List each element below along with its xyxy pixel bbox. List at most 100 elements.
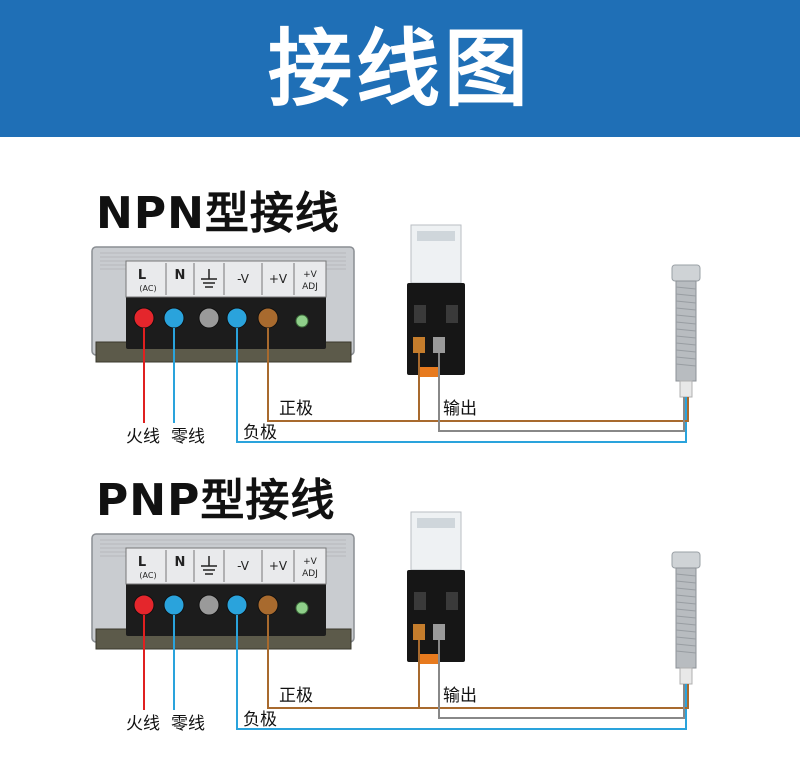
negative-wire [236, 615, 687, 730]
terminal-label-n: N [175, 555, 186, 570]
relay-label [417, 231, 455, 241]
sensor-thread [675, 650, 697, 654]
terminal-label-adj-top: +V [303, 270, 318, 280]
sensor-thread [675, 643, 697, 647]
live-wire-label: 火线 [126, 714, 160, 734]
wiring-diagram-svg: L(AC) N -V +V +V ADJ [91, 511, 701, 730]
positive-wire [267, 328, 689, 422]
neutral-wire-label: 零线 [171, 427, 205, 447]
terminal-label-l: L [138, 555, 146, 570]
relay-slot [414, 592, 426, 610]
sensor-thread [675, 335, 697, 339]
positive-wire-label: 正极 [279, 399, 313, 419]
wires [143, 328, 689, 443]
section-title-npn: NPN型接线 [96, 188, 340, 239]
live-terminal [133, 594, 155, 616]
power-supply: L(AC) N -V +V +V ADJ [91, 533, 355, 650]
sensor-thread [675, 615, 697, 619]
sensor-thread [675, 314, 697, 318]
terminal-label-minus-v: -V [237, 559, 250, 573]
sensor-cap [671, 264, 701, 282]
sensor-thread [675, 601, 697, 605]
sensor-thread [675, 363, 697, 367]
negative-wire-label: 负极 [243, 710, 277, 730]
sensor-cable [679, 667, 693, 685]
title-banner: 接线图 [0, 0, 800, 137]
terminal-label-adj-bottom: ADJ [302, 569, 318, 579]
relay-socket [407, 283, 465, 375]
neutral-wire-label: 零线 [171, 714, 205, 734]
positive-terminal [257, 594, 279, 616]
sensor-thread [675, 293, 697, 297]
proximity-sensor [671, 264, 701, 398]
negative-terminal [226, 307, 248, 329]
relay-clip [418, 654, 440, 664]
relay-terminal-positive [413, 624, 425, 640]
wires [143, 615, 689, 730]
relay-terminal-positive [413, 337, 425, 353]
section-title-pnp: PNP型接线 [96, 475, 336, 526]
ground-icon [201, 269, 217, 288]
sensor-thread [675, 594, 697, 598]
output-wire-label: 输出 [443, 686, 477, 706]
sensor-thread [675, 321, 697, 325]
sensor-thread [675, 307, 697, 311]
output-wire [438, 353, 685, 432]
terminal-label-plus-v: +V [269, 559, 288, 573]
relay-slot [446, 592, 458, 610]
sensor-cable [679, 380, 693, 398]
sensor-thread [675, 342, 697, 346]
ground-icon [201, 556, 217, 575]
terminal-label-ac: (AC) [139, 571, 156, 580]
relay-slot [414, 305, 426, 323]
positive-wire [267, 615, 689, 709]
relay-terminal-output [433, 624, 445, 640]
output-wire [438, 640, 685, 719]
sensor-thread [675, 580, 697, 584]
sensor-cap [671, 551, 701, 569]
pnp-wiring-section: PNP型接线 L(AC) N -V +V +V ADJ 火线零线 正极 输出负极 [0, 474, 800, 774]
live-wire-label: 火线 [126, 427, 160, 447]
adj-potentiometer [295, 314, 309, 328]
relay-terminal-output [433, 337, 445, 353]
sensor-thread [675, 328, 697, 332]
sensor-thread [675, 349, 697, 353]
positive-wire-label: 正极 [279, 686, 313, 706]
output-wire-label: 输出 [443, 399, 477, 419]
relay [407, 511, 465, 664]
sensor-thread [675, 356, 697, 360]
terminal-label-l: L [138, 268, 146, 283]
sensor-thread [675, 608, 697, 612]
terminal-label-strip [125, 260, 327, 298]
terminal-label-strip [125, 547, 327, 585]
terminal-label-n: N [175, 268, 186, 283]
terminal-label-plus-v: +V [269, 272, 288, 286]
adj-potentiometer [295, 601, 309, 615]
terminal-label-adj-bottom: ADJ [302, 282, 318, 292]
relay-clip [418, 367, 440, 377]
terminal-label-minus-v: -V [237, 272, 250, 286]
neutral-terminal [163, 594, 185, 616]
negative-wire-label: 负极 [243, 423, 277, 443]
ground-terminal [198, 594, 220, 616]
relay-label [417, 518, 455, 528]
sensor-thread [675, 622, 697, 626]
sensor-thread [675, 587, 697, 591]
positive-terminal [257, 307, 279, 329]
relay [407, 224, 465, 377]
sensor-thread [675, 300, 697, 304]
relay-slot [446, 305, 458, 323]
sensor-thread [675, 629, 697, 633]
page-title: 接线图 [267, 20, 532, 118]
sensor-thread [675, 636, 697, 640]
sensor-thread [675, 573, 697, 577]
live-terminal [133, 307, 155, 329]
negative-wire [236, 328, 687, 443]
proximity-sensor [671, 551, 701, 685]
neutral-terminal [163, 307, 185, 329]
terminal-label-adj-top: +V [303, 557, 318, 567]
negative-terminal [226, 594, 248, 616]
